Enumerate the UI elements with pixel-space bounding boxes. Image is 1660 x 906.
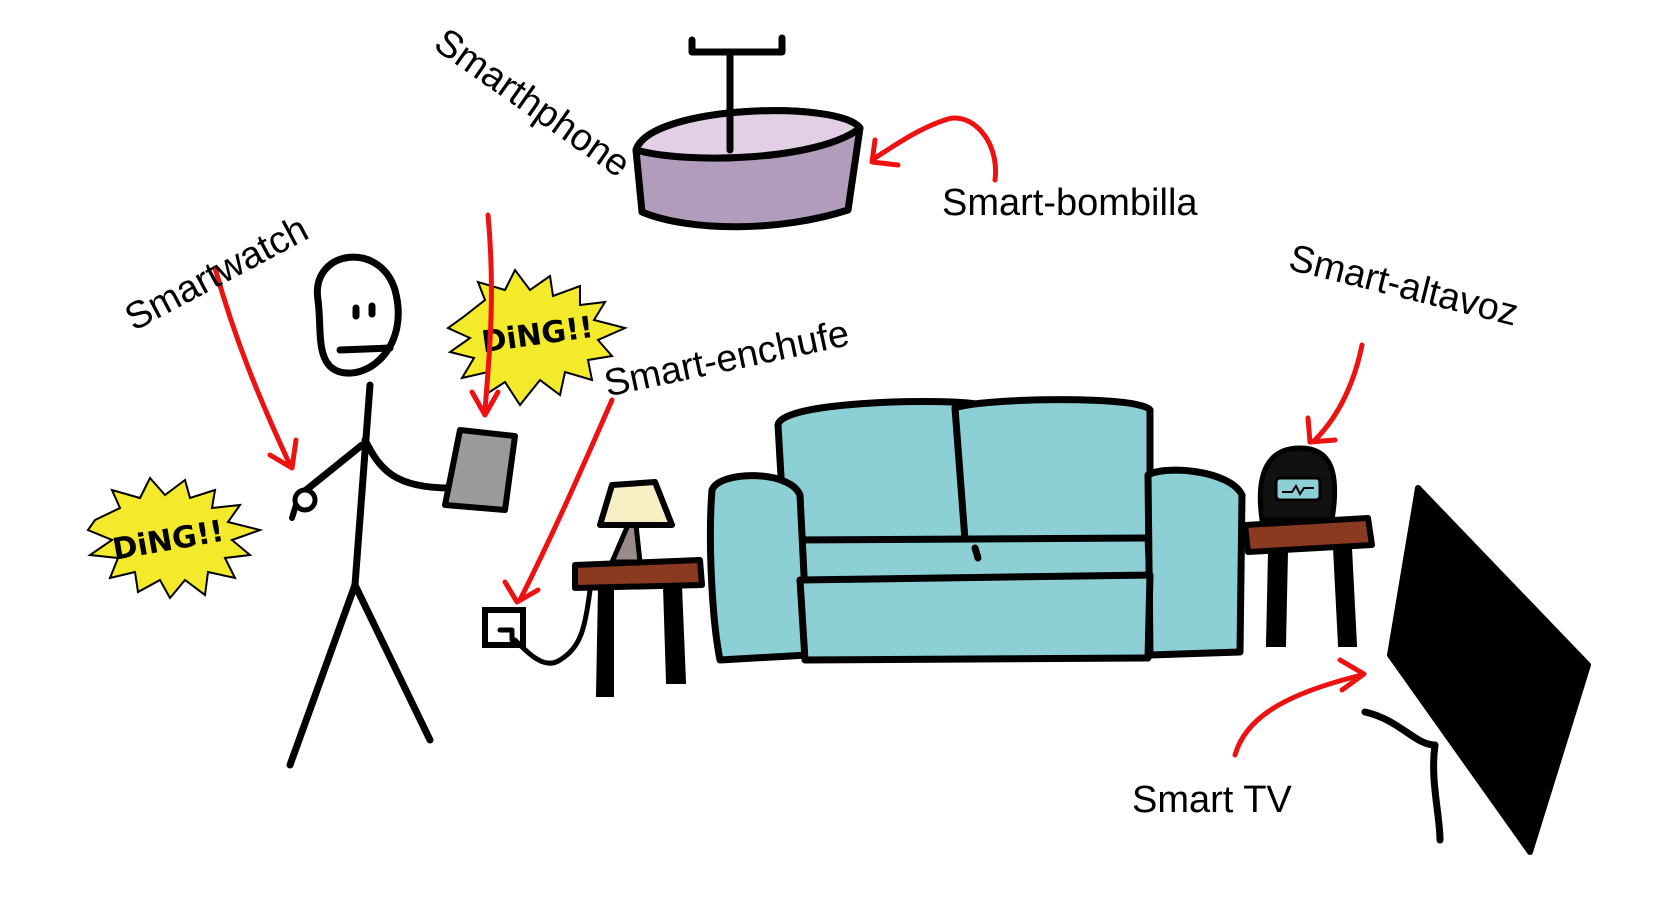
label-plug: Smart-enchufe	[600, 313, 853, 406]
label-speaker: Smart-altavoz	[1285, 237, 1523, 334]
smartphone-device	[442, 427, 518, 513]
smart-bulb-lamp	[632, 34, 864, 231]
left-side-table	[572, 479, 705, 697]
arrow-smartwatch	[212, 265, 293, 468]
stick-figure-person	[286, 253, 454, 769]
arrow-bulb	[872, 115, 999, 183]
smart-tv-device	[1361, 485, 1591, 855]
arrow-plug	[517, 397, 615, 603]
label-smartphone: Smarthphone	[427, 21, 638, 186]
arrow-speaker	[1312, 342, 1365, 443]
smart-plug	[482, 587, 593, 666]
ding-burst-phone: DiNG!!	[446, 268, 629, 407]
arrow-tv	[1232, 672, 1365, 758]
right-side-table	[1242, 515, 1375, 647]
sofa	[706, 396, 1246, 664]
ding-burst-watch: DiNG!!	[86, 476, 264, 600]
label-smartwatch: Smartwatch	[118, 208, 315, 339]
smart-speaker-device	[1257, 445, 1338, 523]
label-bulb: Smart-bombilla	[942, 182, 1198, 224]
smartwatch-device	[292, 487, 318, 513]
label-tv: Smart TV	[1132, 779, 1292, 821]
arrow-smartphone	[482, 212, 494, 413]
label-arrows	[212, 115, 1367, 758]
